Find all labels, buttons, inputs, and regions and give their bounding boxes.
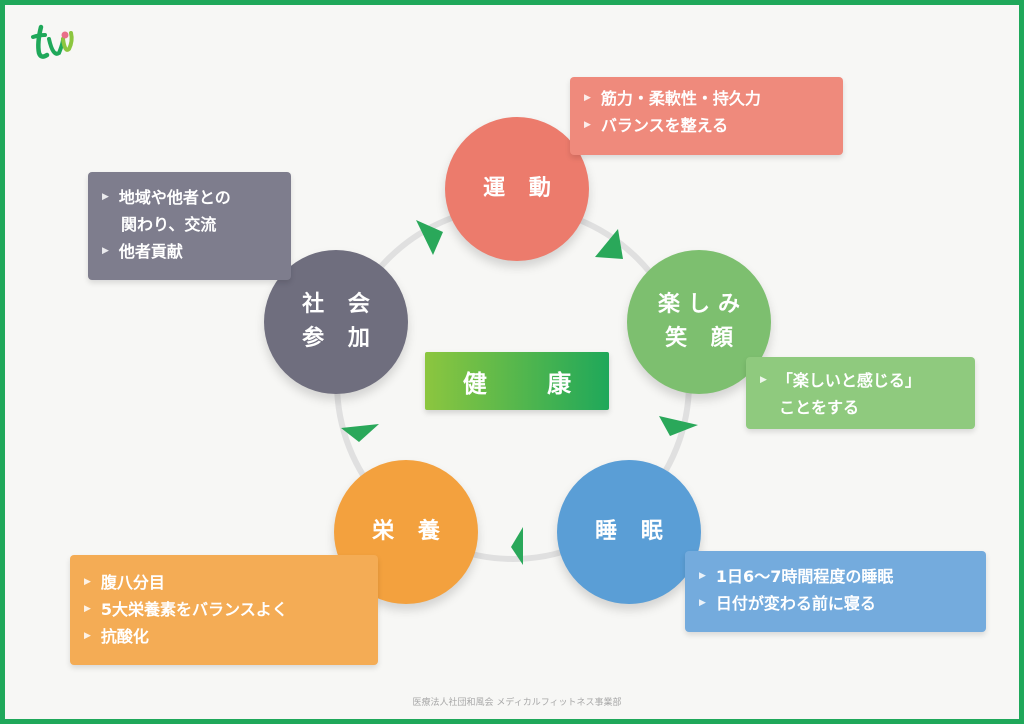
callout-social-text-2: 関わり、交流	[121, 215, 217, 234]
callout-exercise-item: ▶ バランスを整える	[584, 112, 829, 139]
cycle-arrow-icon	[659, 416, 698, 436]
bullet-icon: ▶	[699, 598, 706, 608]
callout-enjoy-continuation: ことをする	[760, 394, 961, 421]
callout-nutrition-text-2: 5大栄養素をバランスよく	[100, 600, 288, 619]
node-enjoy-label-2: 笑 顔	[665, 326, 741, 351]
callout-nutrition-item: ▶ 抗酸化	[84, 623, 364, 650]
footer-credit: 医療法人社団和風会 メディカルフィットネス事業部	[412, 698, 622, 708]
bullet-icon: ▶	[102, 246, 109, 256]
center-health-label: 健 康	[462, 369, 598, 398]
callout-social-text-3: 他者貢献	[118, 242, 183, 261]
node-nutrition-label: 栄 養	[372, 519, 448, 544]
callout-nutrition-item: ▶ 5大栄養素をバランスよく	[84, 596, 364, 623]
node-social-label-1: 社 会	[302, 292, 378, 317]
callout-social-continuation: 関わり、交流	[102, 211, 277, 238]
bullet-icon: ▶	[699, 571, 706, 581]
cycle-arrow-icon	[511, 527, 523, 565]
callout-exercise-text-1: 筋力・柔軟性・持久力	[600, 89, 761, 108]
bullet-icon: ▶	[760, 375, 767, 385]
cycle-arrow-icon	[595, 229, 623, 259]
callout-exercise-text-2: バランスを整える	[600, 116, 729, 135]
callout-exercise-item: ▶ 筋力・柔軟性・持久力	[584, 85, 829, 112]
center-health: 健 康	[425, 352, 609, 410]
callout-social-text-1: 地域や他者との	[118, 188, 231, 207]
callout-sleep-text-2: 日付が変わる前に寝る	[715, 594, 876, 613]
logo-icon	[31, 24, 74, 59]
callout-social-item: ▶ 地域や他者との	[102, 184, 277, 211]
bullet-icon: ▶	[84, 577, 91, 587]
node-social-label-2: 参 加	[302, 326, 378, 351]
node-sleep-label: 睡 眠	[595, 519, 671, 544]
callout-sleep: ▶ 1日6〜7時間程度の睡眠 ▶ 日付が変わる前に寝る	[685, 551, 986, 632]
callout-sleep-text-1: 1日6〜7時間程度の睡眠	[715, 567, 894, 586]
callout-enjoy-text-1: 「楽しいと感じる」	[776, 371, 921, 390]
node-sleep: 睡 眠	[557, 460, 701, 604]
callout-social: ▶ 地域や他者との 関わり、交流 ▶ 他者貢献	[88, 172, 291, 280]
node-enjoy-label-1: 楽しみ	[657, 292, 748, 317]
bullet-icon: ▶	[84, 604, 91, 614]
cycle-arrow-icon	[416, 220, 443, 255]
callout-social-item: ▶ 他者貢献	[102, 238, 277, 265]
bullet-icon: ▶	[584, 93, 591, 103]
callout-enjoy: ▶ 「楽しいと感じる」 ことをする	[746, 357, 975, 429]
callout-enjoy-item: ▶ 「楽しいと感じる」	[760, 367, 961, 394]
bullet-icon: ▶	[584, 120, 591, 130]
callout-enjoy-text-2: ことをする	[779, 398, 860, 417]
callout-nutrition-item: ▶ 腹八分目	[84, 569, 364, 596]
node-exercise: 運 動	[445, 117, 589, 261]
callout-exercise: ▶ 筋力・柔軟性・持久力 ▶ バランスを整える	[570, 77, 843, 155]
callout-nutrition-text-3: 抗酸化	[100, 627, 149, 646]
cycle-arrow-icon	[341, 424, 379, 442]
bullet-icon: ▶	[102, 192, 109, 202]
callout-sleep-item: ▶ 1日6〜7時間程度の睡眠	[699, 563, 972, 590]
node-exercise-label: 運 動	[483, 176, 559, 201]
node-nutrition: 栄 養	[334, 460, 478, 604]
callout-nutrition-text-1: 腹八分目	[100, 573, 165, 592]
callout-sleep-item: ▶ 日付が変わる前に寝る	[699, 590, 972, 617]
bullet-icon: ▶	[84, 631, 91, 641]
callout-nutrition: ▶ 腹八分目 ▶ 5大栄養素をバランスよく ▶ 抗酸化	[70, 555, 378, 665]
node-enjoy: 楽しみ 笑 顔	[627, 250, 771, 394]
